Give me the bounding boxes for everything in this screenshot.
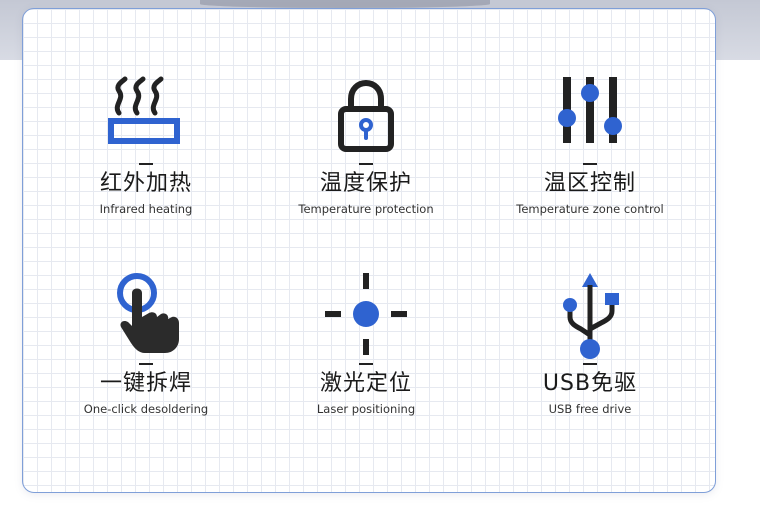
feature-infrared-heating: 红外加热 Infrared heating — [31, 71, 261, 216]
sliders-icon — [558, 77, 622, 143]
divider-dash — [139, 363, 153, 365]
feature-subtitle: Temperature protection — [298, 202, 434, 216]
divider-dash — [359, 163, 373, 165]
feature-title: 温度保护 — [319, 171, 412, 196]
usb-icon — [563, 273, 619, 359]
feature-subtitle: Infrared heating — [99, 202, 193, 216]
feature-subtitle: Laser positioning — [316, 402, 416, 416]
feature-temperature-zone-control: 温区控制 Temperature zone control — [475, 71, 705, 216]
touch-hand-icon — [117, 273, 179, 353]
lock-icon — [338, 79, 394, 152]
feature-temperature-protection: 温度保护 Temperature protection — [251, 71, 481, 216]
feature-title: 激光定位 — [319, 371, 412, 396]
feature-title: USB免驱 — [542, 371, 638, 396]
feature-subtitle: One-click desoldering — [83, 402, 209, 416]
feature-laser-positioning: 激光定位 Laser positioning — [251, 271, 481, 416]
feature-title: 温区控制 — [543, 171, 636, 196]
device-shadow — [200, 0, 490, 8]
feature-one-click-desoldering: 一键拆焊 One-click desoldering — [31, 271, 261, 416]
divider-dash — [139, 163, 153, 165]
feature-subtitle: USB free drive — [548, 402, 632, 416]
divider-dash — [359, 363, 373, 365]
feature-title: 红外加热 — [99, 171, 192, 196]
feature-subtitle: Temperature zone control — [516, 202, 664, 216]
crosshair-icon — [325, 273, 407, 355]
divider-dash — [583, 163, 597, 165]
feature-usb-free-drive: USB免驱 USB free drive — [475, 271, 705, 416]
feature-title: 一键拆焊 — [99, 371, 192, 396]
features-card: 红外加热 Infrared heating 温度保护 Temperature p… — [22, 8, 716, 493]
divider-dash — [583, 363, 597, 365]
heat-waves-icon — [108, 76, 180, 144]
